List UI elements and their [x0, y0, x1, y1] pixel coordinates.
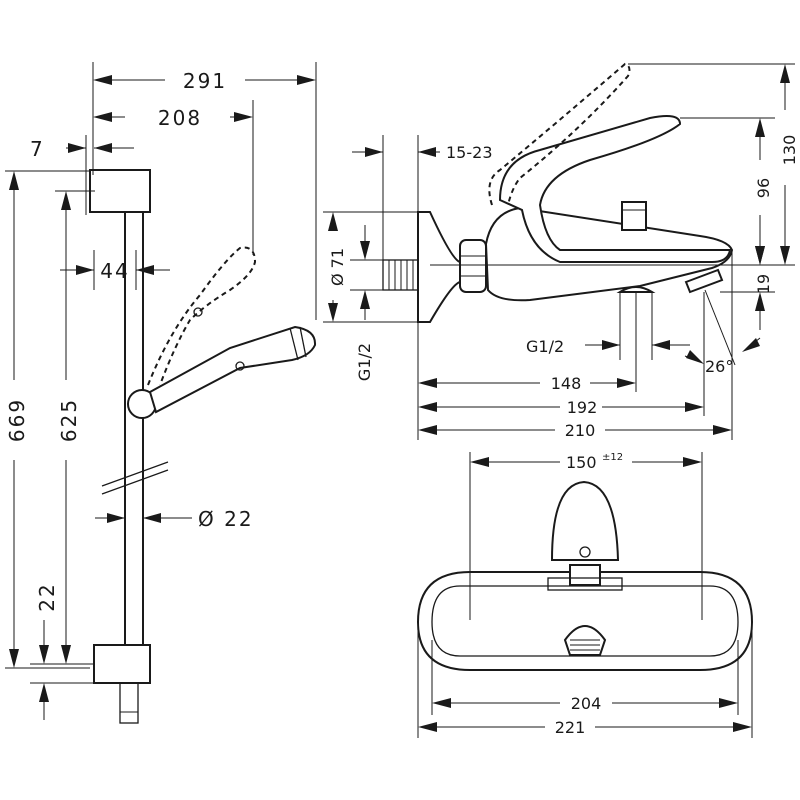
- dim-angle-26: 26°: [684, 289, 761, 376]
- dim-210: 210: [418, 250, 733, 440]
- dim-625: 625: [55, 190, 95, 664]
- hand-shower: [148, 325, 317, 414]
- hose-line: [101, 461, 169, 487]
- dim-669-label: 669: [5, 398, 29, 442]
- mixer-front-body: [416, 571, 754, 671]
- mixer-lever: [498, 115, 732, 263]
- dim-148: 148: [418, 292, 637, 393]
- aerator: [684, 268, 724, 294]
- dim-130-label: 130: [780, 135, 799, 166]
- bottom-wall-bracket: [93, 644, 151, 684]
- top-wall-bracket: [89, 169, 151, 213]
- dim-192-label: 192: [567, 398, 598, 417]
- lever-front: [550, 480, 620, 561]
- dim-44-label: 44: [100, 259, 129, 283]
- dim-dia-71: Ø 71: [323, 211, 418, 323]
- escutcheon: [417, 211, 461, 323]
- dim-g12-outlet-label: G1/2: [526, 337, 564, 356]
- dim-204: 204: [431, 640, 739, 715]
- mixer-lever-alt-position: [488, 62, 631, 206]
- dim-dia-22: Ø 22: [95, 507, 254, 531]
- dim-208-label: 208: [158, 106, 202, 130]
- dim-208: 208: [93, 100, 254, 255]
- dim-210-label: 210: [565, 421, 596, 440]
- dim-dia-71-label: Ø 71: [328, 248, 347, 286]
- dim-221-label: 221: [555, 718, 586, 737]
- union-nut: [459, 239, 487, 293]
- dim-221: 221: [417, 630, 753, 738]
- dim-669: 669: [5, 170, 90, 669]
- dim-148-label: 148: [551, 374, 582, 393]
- dim-150-tolerance: ±12: [602, 452, 623, 463]
- dim-15-23-label: 15-23: [446, 143, 493, 162]
- dim-angle-26-label: 26°: [705, 357, 733, 376]
- faucet-side-view: [382, 62, 734, 323]
- dim-22-label: 22: [35, 582, 59, 611]
- dim-19-label: 19: [754, 274, 773, 294]
- dim-625-label: 625: [57, 398, 81, 442]
- dim-130: 130: [430, 63, 799, 266]
- diverter-front: [569, 564, 601, 586]
- dim-dia-22-label: Ø 22: [198, 507, 254, 531]
- dim-7: 7: [30, 135, 134, 215]
- dim-192: 192: [418, 292, 705, 417]
- dim-44: 44: [60, 250, 170, 290]
- lever-indicator: [579, 546, 591, 558]
- dim-150: 150 ±12: [469, 452, 703, 620]
- dim-22: 22: [30, 582, 95, 720]
- dim-7-label: 7: [30, 137, 45, 161]
- diverter-knob: [621, 201, 647, 231]
- dim-291: 291: [92, 62, 317, 320]
- dim-g12-vertical-label: G1/2: [355, 343, 374, 381]
- dim-g12-outlet: G1/2: [526, 292, 690, 360]
- dim-291-label: 291: [183, 69, 227, 93]
- dim-g12-vertical: G1/2: [350, 225, 383, 381]
- dim-204-label: 204: [571, 694, 602, 713]
- hand-shower-alt-position: [147, 246, 257, 386]
- dim-15-23: 15-23: [352, 135, 493, 440]
- dim-96-label: 96: [754, 178, 773, 198]
- faucet-front-view: [416, 480, 754, 671]
- hose-connector: [119, 682, 139, 724]
- dim-150-label: 150: [566, 453, 597, 472]
- dim-19: 19: [720, 246, 775, 330]
- shower-rail-view: [89, 169, 317, 724]
- mixer-front-inner: [431, 585, 739, 657]
- spout-outlet: [616, 286, 656, 293]
